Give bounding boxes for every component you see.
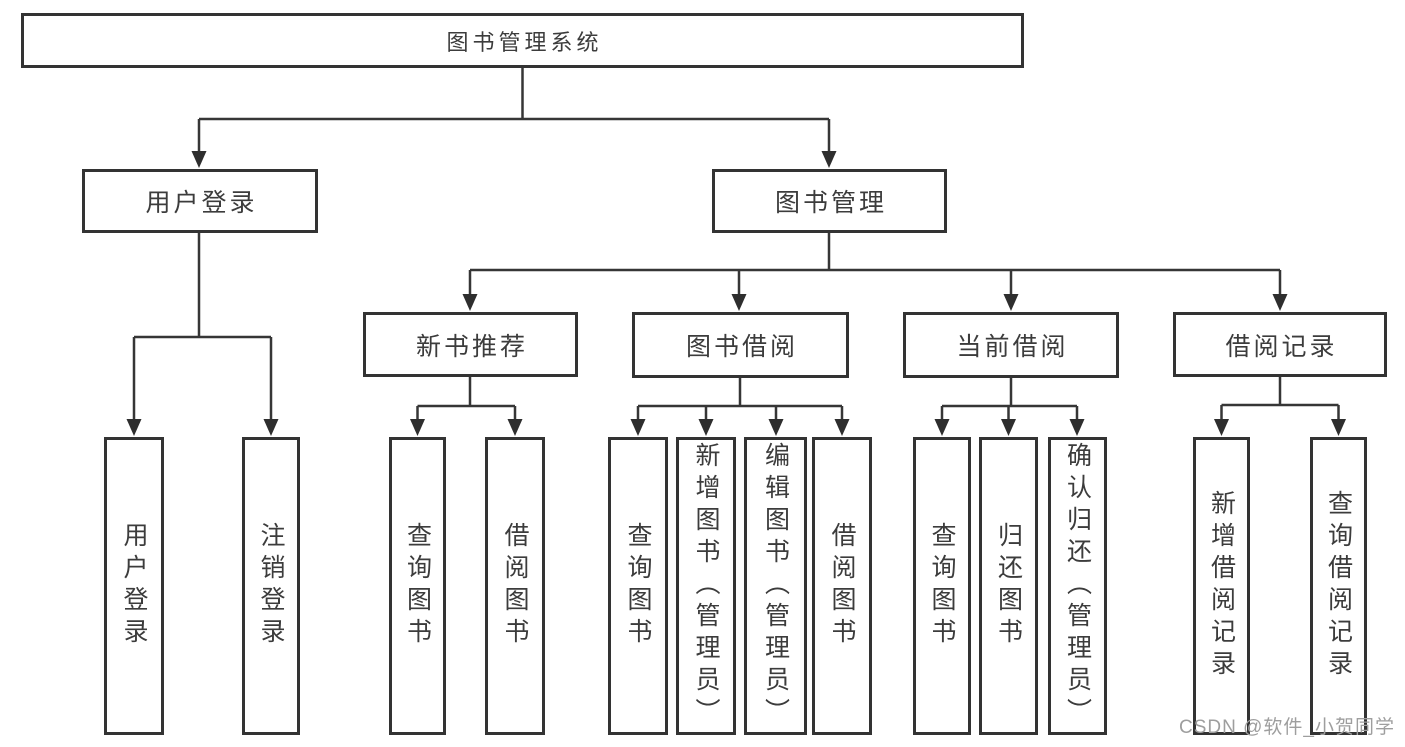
leaf-edit-books-admin: 编辑图书（管理员） — [744, 437, 807, 735]
leaf-add-borrow-record: 新增借阅记录 — [1193, 437, 1250, 735]
arrow-down-icon — [1001, 419, 1016, 436]
arrow-down-icon — [630, 419, 646, 436]
arrow-down-icon — [1331, 419, 1346, 436]
arrow-down-icon — [1069, 419, 1085, 436]
leaf-confirm-return-admin: 确认归还（管理员） — [1048, 437, 1107, 735]
arrow-down-icon — [1003, 294, 1019, 311]
connector-new-book-to-leaves — [410, 377, 523, 436]
connector-borrow-record-to-leaves — [1214, 377, 1346, 436]
csdn-watermark: CSDN @软件_小贺同学 — [1179, 717, 1395, 738]
connector-root-to-level2 — [191, 68, 837, 168]
arrow-down-icon — [768, 419, 784, 436]
leaf-borrow-books: 借阅图书 — [812, 437, 872, 735]
node-book-borrowing: 图书借阅 — [632, 312, 849, 378]
arrow-down-icon — [191, 151, 207, 168]
leaf-borrow-books-recommend: 借阅图书 — [485, 437, 545, 735]
leaf-return-books: 归还图书 — [979, 437, 1038, 735]
leaf-user-login: 用户登录 — [104, 437, 164, 735]
arrow-down-icon — [462, 294, 478, 311]
arrow-down-icon — [1272, 294, 1288, 311]
connector-user-login-to-leaves — [126, 233, 279, 436]
leaf-logout: 注销登录 — [242, 437, 300, 735]
leaf-query-books-recommend: 查询图书 — [389, 437, 446, 735]
leaf-add-books-admin: 新增图书（管理员） — [676, 437, 736, 735]
arrow-down-icon — [731, 294, 747, 311]
arrow-down-icon — [1214, 419, 1229, 436]
node-current-borrowing: 当前借阅 — [903, 312, 1119, 378]
arrow-down-icon — [263, 419, 279, 436]
arrow-down-icon — [410, 419, 425, 436]
node-borrowing-records: 借阅记录 — [1173, 312, 1387, 377]
leaf-query-borrow-record: 查询借阅记录 — [1310, 437, 1367, 735]
leaf-query-books-borrowing: 查询图书 — [608, 437, 668, 735]
node-new-book-recommend: 新书推荐 — [363, 312, 578, 377]
arrow-down-icon — [821, 151, 837, 168]
connector-book-borrow-to-leaves — [630, 378, 850, 436]
arrow-down-icon — [126, 419, 142, 436]
arrow-down-icon — [834, 419, 850, 436]
leaf-query-books-current: 查询图书 — [913, 437, 971, 735]
arrow-down-icon — [934, 419, 950, 436]
connector-current-borrow-to-leaves — [934, 378, 1085, 436]
connector-book-mgmt-to-level3 — [462, 233, 1288, 311]
node-library-system: 图书管理系统 — [21, 13, 1024, 68]
node-book-management: 图书管理 — [712, 169, 947, 233]
arrow-down-icon — [698, 419, 714, 436]
node-user-login: 用户登录 — [82, 169, 318, 233]
arrow-down-icon — [507, 419, 523, 436]
